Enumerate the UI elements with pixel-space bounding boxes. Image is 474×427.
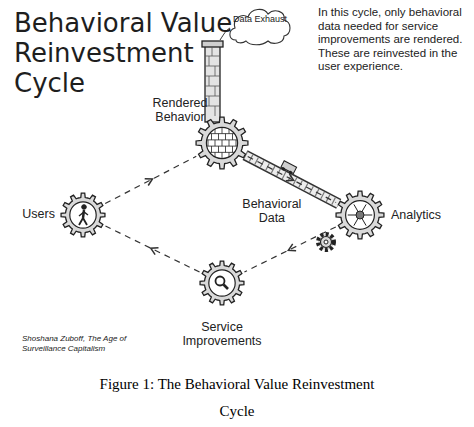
edge-label: Behavioral Data (232, 197, 312, 225)
gear-shape (196, 117, 248, 169)
gear-outline (61, 193, 105, 237)
conveyor-rollers (245, 155, 339, 204)
connector-group (244, 227, 335, 272)
gear-icon (201, 127, 247, 158)
gear-hub (206, 127, 237, 158)
connector-group (105, 226, 199, 272)
connector-group (245, 155, 339, 204)
conveyor-surface (245, 155, 339, 204)
node-label: Service Improvements (172, 320, 272, 348)
data-cart (280, 161, 297, 176)
figure-caption: Figure 1: The Behavioral Value Reinvestm… (87, 371, 387, 425)
gear-icon (79, 205, 88, 225)
cart-wheel (288, 170, 292, 174)
cycle-arrow (244, 227, 335, 272)
small-gear-body (321, 237, 332, 248)
gear-shape (61, 193, 105, 237)
cloud-shape (226, 4, 294, 48)
cart-body (281, 161, 297, 174)
gear-node: Rendered Behavior (196, 117, 248, 169)
gear-icon (348, 204, 372, 225)
gear-node: Analytics (336, 191, 384, 239)
gear-outline (200, 261, 244, 305)
chimney-rim (202, 41, 223, 47)
node-label: Analytics (391, 208, 463, 222)
connector-group (248, 156, 336, 202)
cycle-arrow (248, 156, 336, 202)
small-gear-hub (324, 240, 328, 244)
gear-shape (200, 261, 244, 305)
gear-node: Users (61, 193, 105, 237)
small-gear (318, 234, 334, 250)
node-label: Rendered Behavior (140, 96, 220, 124)
cloud-outline (230, 9, 290, 44)
node-label: Users (5, 207, 55, 221)
connector-group (105, 156, 196, 203)
conveyor-belt (245, 155, 339, 204)
connectors (105, 155, 339, 272)
cycle-arrow (105, 226, 199, 272)
gear-shape (336, 191, 384, 239)
note-text: In this cycle, only behavioral data need… (318, 6, 468, 74)
small-gear-teeth (318, 234, 334, 250)
gear-node: Service Improvements (200, 261, 244, 305)
gear-hub (346, 201, 375, 230)
chimney-stack (205, 46, 220, 122)
node-label: Data Exhaust (230, 14, 290, 25)
gear-outline (336, 191, 384, 239)
gear-icon (216, 277, 229, 290)
gear-hub (209, 270, 235, 296)
gear-outline (196, 117, 248, 169)
gear-hub (70, 202, 96, 228)
credit-text: Shoshana Zuboff, The Age of Surveillance… (22, 334, 157, 354)
cart-wheel (281, 167, 285, 171)
diagram-title: Behavioral Value Reinvestment Cycle (14, 8, 249, 98)
cloud-node: Data Exhaust (226, 4, 294, 48)
cycle-arrow (105, 156, 196, 203)
